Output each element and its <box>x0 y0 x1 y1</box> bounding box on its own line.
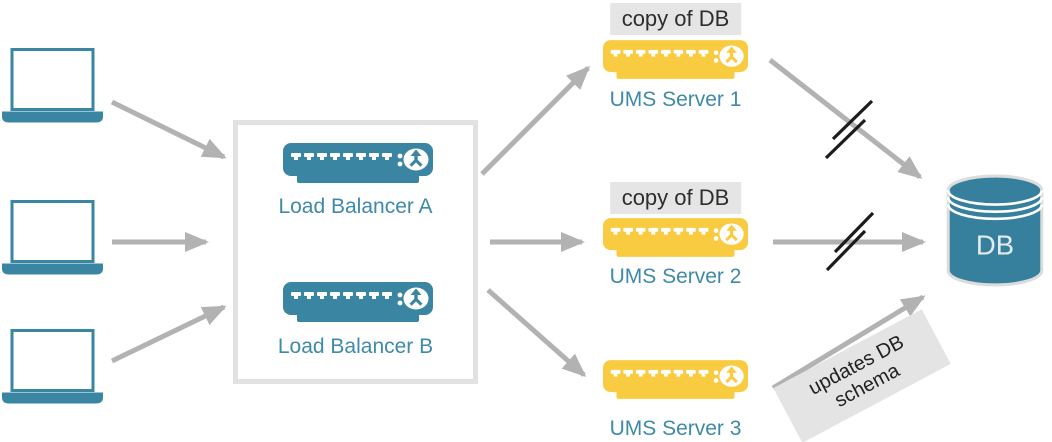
arrow-lb-to-ums3 <box>486 288 587 377</box>
arrow-client1-to-lb <box>110 99 227 160</box>
client-laptop-1 <box>2 48 103 123</box>
database-node: DB <box>944 172 1046 289</box>
load-balancer-box: Load Balancer A Load Balancer B <box>233 120 478 384</box>
laptop-icon <box>2 48 103 123</box>
laptop-icon <box>2 329 103 404</box>
rack-server-icon <box>603 218 748 257</box>
laptop-icon <box>2 200 103 275</box>
client-laptop-2 <box>2 200 103 275</box>
client-laptop-3 <box>2 329 103 404</box>
ums-server-1-label: UMS Server 1 <box>609 88 742 111</box>
ums-server-1: copy of DB UMS Server 1 <box>603 3 748 113</box>
broken-link-slash-ums2 <box>833 211 875 254</box>
rack-server-icon <box>283 282 433 322</box>
copy-of-db-badge: copy of DB <box>609 3 742 35</box>
ums-server-2-label: UMS Server 2 <box>609 265 742 288</box>
ums-server-2: copy of DB UMS Server 2 <box>603 182 748 292</box>
load-balancer-a <box>283 143 433 183</box>
ums-server-3-label: UMS Server 3 <box>609 417 742 440</box>
load-balancer-b-label: Load Balancer B <box>277 335 434 358</box>
broken-link-slash-ums1 <box>824 118 867 160</box>
rack-server-icon <box>603 40 748 79</box>
database-label: DB <box>976 229 1014 260</box>
arrow-ums1-to-db <box>768 58 923 179</box>
load-balancer-a-label: Load Balancer A <box>278 195 433 218</box>
ums-server-3: UMS Server 3 <box>603 360 748 442</box>
load-balancer-b <box>283 282 433 322</box>
rack-server-icon <box>603 360 748 399</box>
broken-link-slash-ums2 <box>825 229 867 272</box>
updates-db-schema-note: updates DB schema <box>773 309 951 442</box>
arrow-lb-to-ums1 <box>480 65 591 176</box>
arrow-client3-to-lb <box>110 304 227 364</box>
database-cylinder-icon: DB <box>944 172 1046 289</box>
copy-of-db-badge: copy of DB <box>609 182 742 214</box>
rack-server-icon <box>283 143 433 183</box>
broken-link-slash-ums1 <box>831 99 874 141</box>
